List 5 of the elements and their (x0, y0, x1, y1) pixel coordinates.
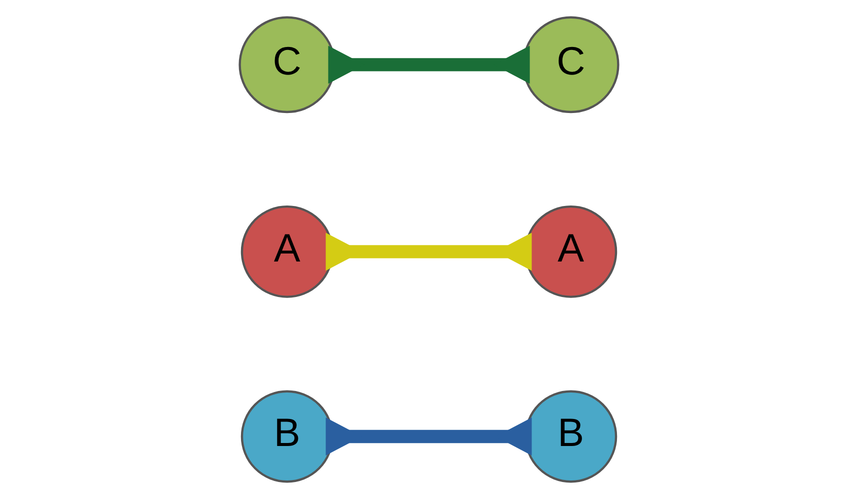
connector (328, 46, 530, 84)
connector (326, 232, 532, 271)
node-circle: C (522, 16, 620, 114)
connector (326, 418, 532, 456)
node-circle: C (238, 16, 336, 114)
